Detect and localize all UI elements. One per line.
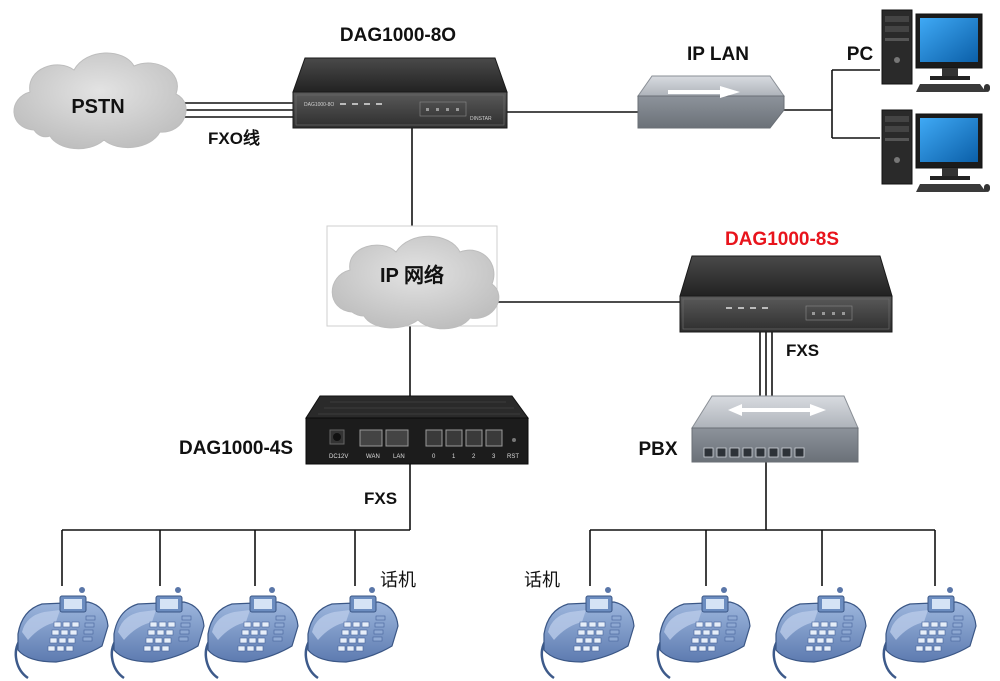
gateway-4s-port-3: 3: [492, 454, 496, 460]
gateway-fxo-brand: DINSTAR: [470, 116, 492, 122]
ip-network-label: IP 网络: [380, 263, 444, 287]
gateway-8s-icon: [679, 255, 893, 333]
telephone-icon: [656, 585, 752, 680]
gateway-fxo-plate: DAG1000-8O: [304, 102, 334, 108]
desktop-pc-icon: [881, 109, 991, 193]
telephone-icon: [882, 585, 978, 680]
ip-lan-label: IP LAN: [687, 44, 749, 65]
fxs-left-label: FXS: [364, 489, 397, 508]
telephone-icon: [772, 585, 868, 680]
phone-right-label: 话机: [524, 570, 560, 591]
pbx-switch-icon: [691, 395, 859, 463]
telephone-icon: [204, 585, 300, 680]
pc-label: PC: [847, 44, 874, 65]
gateway-4s-port-1: 1: [452, 454, 456, 460]
gateway-4s-rst-label: RST: [507, 454, 519, 460]
telephone-icon: [14, 585, 110, 680]
desktop-pc-icon: [881, 9, 991, 93]
telephone-icon: [304, 585, 400, 680]
gateway-4s-wan-label: WAN: [366, 454, 380, 460]
gateway-4s-dc-label: DC12V: [329, 454, 348, 460]
gateway-4s-port-2: 2: [472, 454, 476, 460]
gateway-fxo-icon: DAG1000-8O DINSTAR: [292, 57, 508, 129]
gateway-fxo-title: DAG1000-8O: [340, 25, 456, 46]
pbx-label: PBX: [638, 439, 677, 460]
gateway-4s-port-0: 0: [432, 454, 436, 460]
ip-lan-switch-icon: [637, 75, 785, 129]
wires: [61, 69, 936, 586]
gateway-4s-icon: DC12V WAN LAN 0 1 2 3 RST: [305, 395, 529, 465]
gateway-4s-lan-label: LAN: [393, 454, 405, 460]
ip-network-cloud-icon: IP 网络: [326, 225, 500, 330]
pstn-cloud-icon: PSTN: [13, 52, 187, 150]
fxo-line-label: FXO线: [208, 128, 260, 148]
gateway-8s-title: DAG1000-8S: [725, 229, 839, 250]
gateway-4s-title: DAG1000-4S: [179, 438, 293, 459]
telephone-icon: [540, 585, 636, 680]
phone-left-label: 话机: [380, 570, 416, 591]
telephone-icon: [110, 585, 206, 680]
fxs-right-label: FXS: [786, 341, 819, 360]
pstn-label: PSTN: [71, 96, 124, 118]
